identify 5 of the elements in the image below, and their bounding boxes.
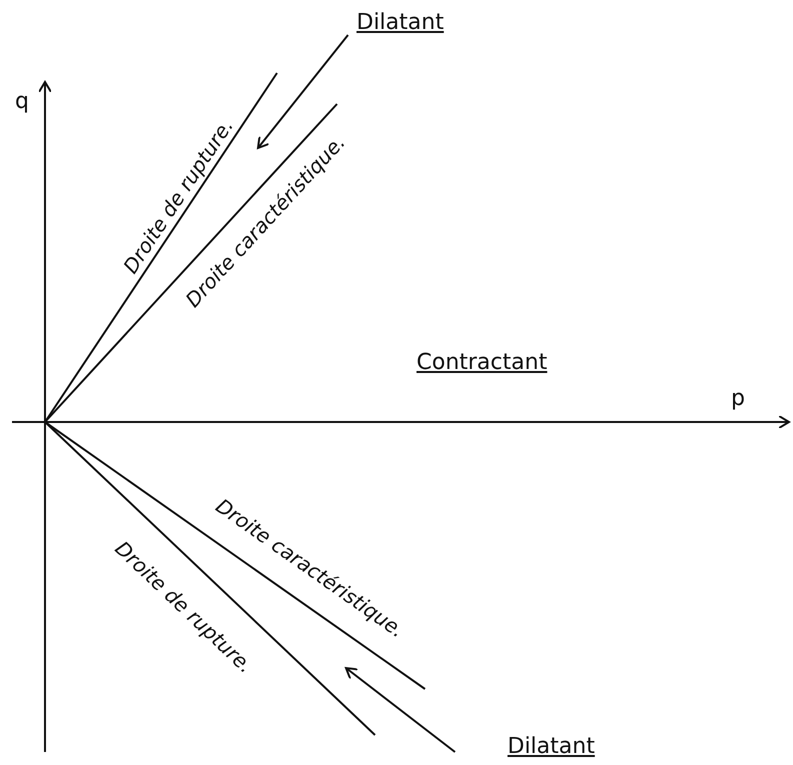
axis-label: p xyxy=(731,386,745,410)
zone-label: Dilatant xyxy=(356,10,444,34)
axis-label: q xyxy=(15,88,29,114)
zone-label: Contractant xyxy=(416,350,548,374)
zone-label: Dilatant xyxy=(508,734,595,758)
